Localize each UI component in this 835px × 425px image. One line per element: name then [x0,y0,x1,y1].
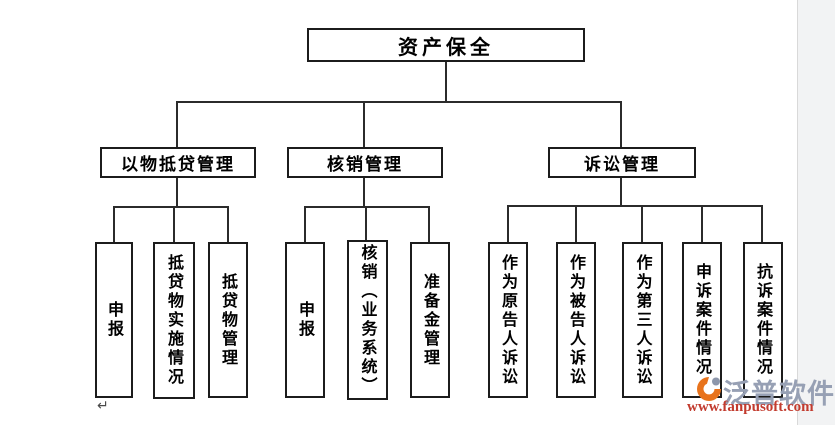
node-leaf-plaintiff-litigation: 作为原告人诉讼 [488,242,528,398]
connector-branch2-bus [507,205,763,207]
connector-drop-leaf-a2 [227,206,229,242]
connector-drop-leaf-a1 [173,206,175,242]
connector-drop-leaf-c2 [641,205,643,242]
fanpu-logo-icon [697,377,721,401]
node-leaf-declare-b: 申报 [285,242,325,398]
connector-branch1-bus [304,206,430,208]
connector-branch0-bus [113,206,229,208]
connector-drop-leaf-b0 [304,206,306,242]
connector-drop-branch-2 [620,101,622,147]
connector-drop-leaf-c0 [507,205,509,242]
connector-drop-leaf-b2 [428,206,430,242]
node-branch-writeoff: 核销管理 [287,147,443,178]
node-leaf-pledge-management: 抵贷物管理 [208,242,248,398]
connector-drop-leaf-b1 [365,206,367,242]
connector-branch2-riser [620,178,622,205]
node-branch-litigation: 诉讼管理 [548,147,696,178]
node-leaf-appeal-cases: 申诉案件情况 [682,242,722,398]
connector-branch0-riser [176,178,178,206]
connector-root-riser [445,62,447,101]
connector-branch1-riser [363,178,365,206]
connector-level1-bus [176,101,622,103]
node-leaf-writeoff-business-system: 核销（业务系统） [347,240,388,400]
node-leaf-thirdparty-litigation: 作为第三人诉讼 [622,242,663,398]
connector-drop-branch-1 [363,101,365,147]
node-leaf-protest-cases: 抗诉案件情况 [743,242,783,398]
node-branch-pledged-assets: 以物抵贷管理 [100,147,256,178]
connector-drop-branch-0 [176,101,178,147]
node-leaf-pledge-implementation: 抵贷物实施情况 [153,242,195,399]
watermark-url-text: www.fanpusoft.com [687,399,814,415]
paragraph-mark: ↵ [97,398,109,414]
node-leaf-declare-a: 申报 [95,242,133,398]
connector-drop-leaf-c4 [761,205,763,242]
node-root: 资产保全 [307,28,585,62]
page-edge-strip [797,0,835,425]
node-leaf-reserve-management: 准备金管理 [410,242,450,398]
node-leaf-defendant-litigation: 作为被告人诉讼 [556,242,596,398]
connector-drop-leaf-c1 [575,205,577,242]
connector-drop-leaf-c3 [701,205,703,242]
watermark-brand-text: 泛普软件 [723,379,835,410]
connector-drop-leaf-a0 [113,206,115,242]
